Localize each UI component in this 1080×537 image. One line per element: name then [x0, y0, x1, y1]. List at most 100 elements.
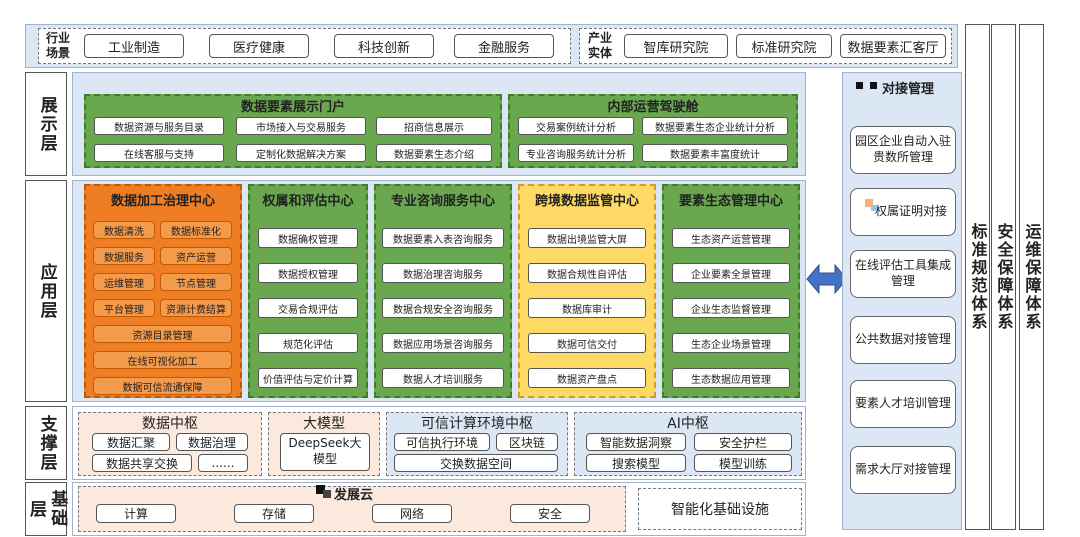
- governance-item[interactable]: 运维管理: [93, 273, 155, 291]
- industry-item[interactable]: 科技创新: [334, 34, 434, 58]
- industry-item[interactable]: 金融服务: [454, 34, 554, 58]
- entity-label: 产业实体: [587, 31, 612, 60]
- crossborder-box: [518, 184, 656, 398]
- governance-item[interactable]: 资产运营: [160, 247, 232, 265]
- cockpit-item[interactable]: 数据要素生态企业统计分析: [642, 117, 788, 135]
- ecology-item[interactable]: 企业要素全景管理: [672, 263, 790, 283]
- ownership-item[interactable]: 数据授权管理: [258, 263, 358, 283]
- industry-item[interactable]: 工业制造: [84, 34, 184, 58]
- crossborder-item[interactable]: 数据可信交付: [528, 333, 646, 353]
- layer-label-support: 支撑层: [25, 406, 67, 480]
- datahub-title: 数据中枢: [142, 416, 198, 432]
- industry-label: 行业场景: [45, 31, 70, 60]
- governance-item[interactable]: 节点管理: [160, 273, 232, 291]
- cockpit-item[interactable]: 数据要素丰富度统计: [642, 144, 788, 162]
- entity-item[interactable]: 智库研究院: [624, 34, 728, 58]
- sidebar-item[interactable]: 需求大厅对接管理: [850, 446, 956, 494]
- cockpit-title: 内部运营驾驶舱: [607, 100, 699, 115]
- cockpit-item[interactable]: 交易案例统计分析: [518, 117, 634, 135]
- cockpit-item[interactable]: 专业咨询服务统计分析: [518, 144, 634, 162]
- portal-item[interactable]: 在线客服与支持: [94, 144, 224, 162]
- sidebar-item[interactable]: 在线评估工具集成管理: [850, 250, 956, 298]
- layer-label-application: 应用层: [25, 180, 67, 402]
- sidebar-item-label: 权属证明对接: [874, 204, 947, 219]
- layer-label-display: 展示层: [25, 72, 67, 176]
- ai-item[interactable]: 搜索模型: [586, 454, 686, 472]
- ai-item[interactable]: 智能数据洞察: [586, 433, 686, 451]
- badge-icon: [871, 205, 877, 211]
- portal-item[interactable]: 数据要素生态介绍: [376, 144, 492, 162]
- portal-item[interactable]: 招商信息展示: [376, 117, 492, 135]
- ecology-item[interactable]: 企业生态监督管理: [672, 298, 790, 318]
- consult-box: [374, 184, 512, 398]
- industry-item[interactable]: 医疗健康: [209, 34, 309, 58]
- infra-label: 智能化基础设施: [671, 502, 769, 518]
- system-ops: 运维保障体系: [1019, 24, 1044, 530]
- governance-item[interactable]: 在线可视化加工: [93, 351, 232, 369]
- governance-item[interactable]: 资源目录管理: [93, 325, 232, 343]
- crossborder-item[interactable]: 数据合规性自评估: [528, 263, 646, 283]
- badge-icon: [865, 199, 873, 207]
- model-item[interactable]: DeepSeek大模型: [280, 433, 370, 471]
- cloud-logo-icon: [323, 490, 331, 498]
- layer-label-base: 基础层: [25, 482, 67, 536]
- sidebar-item[interactable]: 园区企业自动入驻贵数所管理: [850, 126, 956, 174]
- ai-title: AI中枢: [667, 416, 709, 432]
- trusted-item[interactable]: 可信执行环境: [394, 433, 490, 451]
- governance-item[interactable]: 平台管理: [93, 299, 155, 317]
- cloud-item[interactable]: 网络: [372, 504, 452, 523]
- infra-box: 智能化基础设施: [638, 488, 802, 530]
- sidebar-item[interactable]: 公共数据对接管理: [850, 316, 956, 364]
- consult-item[interactable]: 数据治理咨询服务: [382, 263, 504, 283]
- ownership-item[interactable]: 交易合规评估: [258, 298, 358, 318]
- ai-item[interactable]: 模型训练: [694, 454, 792, 472]
- datahub-item[interactable]: 数据共享交换: [92, 454, 192, 472]
- portal-item[interactable]: 定制化数据解决方案: [236, 144, 366, 162]
- cloud-item[interactable]: 计算: [96, 504, 176, 523]
- trusted-item[interactable]: 区块链: [496, 433, 558, 451]
- consult-item[interactable]: 数据合规安全咨询服务: [382, 298, 504, 318]
- ownership-item[interactable]: 价值评估与定价计算: [258, 368, 358, 388]
- crossborder-item[interactable]: 数据库审计: [528, 298, 646, 318]
- datahub-item[interactable]: 数据治理: [176, 433, 248, 451]
- governance-title: 数据加工治理中心: [110, 194, 215, 209]
- governance-item[interactable]: 数据服务: [93, 247, 155, 265]
- crossborder-item[interactable]: 数据资产盘点: [528, 368, 646, 388]
- portal-title: 数据要素展示门户: [240, 100, 345, 115]
- entity-item[interactable]: 标准研究院: [736, 34, 832, 58]
- governance-item[interactable]: 数据清洗: [93, 221, 155, 239]
- governance-item[interactable]: 数据可信流通保障: [93, 377, 232, 395]
- ecology-item[interactable]: 生态数据应用管理: [672, 368, 790, 388]
- cloud-logo-icon: [316, 485, 325, 494]
- governance-item[interactable]: 数据标准化: [160, 221, 232, 239]
- cloud-title: 发展云: [334, 488, 374, 503]
- cloud-item[interactable]: 存储: [234, 504, 314, 523]
- datahub-item[interactable]: ......: [198, 454, 248, 472]
- sidebar-title: 对接管理: [882, 82, 935, 97]
- ecology-item[interactable]: 生态企业场景管理: [672, 333, 790, 353]
- model-title: 大模型: [303, 416, 345, 432]
- ai-item[interactable]: 安全护栏: [694, 433, 792, 451]
- entity-item[interactable]: 数据要素汇客厅: [840, 34, 946, 58]
- consult-item[interactable]: 数据要素入表咨询服务: [382, 228, 504, 248]
- portal-item[interactable]: 市场接入与交易服务: [236, 117, 366, 135]
- sidebar-item[interactable]: 权属证明对接: [850, 188, 956, 236]
- cloud-item[interactable]: 安全: [510, 504, 590, 523]
- datahub-item[interactable]: 数据汇聚: [92, 433, 170, 451]
- sidebar-logo-icon: [870, 82, 877, 89]
- consult-title: 专业咨询服务中心: [390, 194, 495, 209]
- ownership-item[interactable]: 数据确权管理: [258, 228, 358, 248]
- portal-item[interactable]: 数据资源与服务目录: [94, 117, 224, 135]
- sidebar-logo-icon: [856, 82, 863, 89]
- system-security: 安全保障体系: [991, 24, 1016, 530]
- trusted-item[interactable]: 交换数据空间: [394, 454, 558, 472]
- system-standard: 标准规范体系: [965, 24, 990, 530]
- consult-item[interactable]: 数据人才培训服务: [382, 368, 504, 388]
- sidebar-item[interactable]: 要素人才培训管理: [850, 380, 956, 428]
- ownership-item[interactable]: 规范化评估: [258, 333, 358, 353]
- governance-item[interactable]: 资源计费结算: [160, 299, 232, 317]
- consult-item[interactable]: 数据应用场景咨询服务: [382, 333, 504, 353]
- ecology-item[interactable]: 生态资产运营管理: [672, 228, 790, 248]
- ecology-box: [662, 184, 800, 398]
- crossborder-item[interactable]: 数据出境监管大屏: [528, 228, 646, 248]
